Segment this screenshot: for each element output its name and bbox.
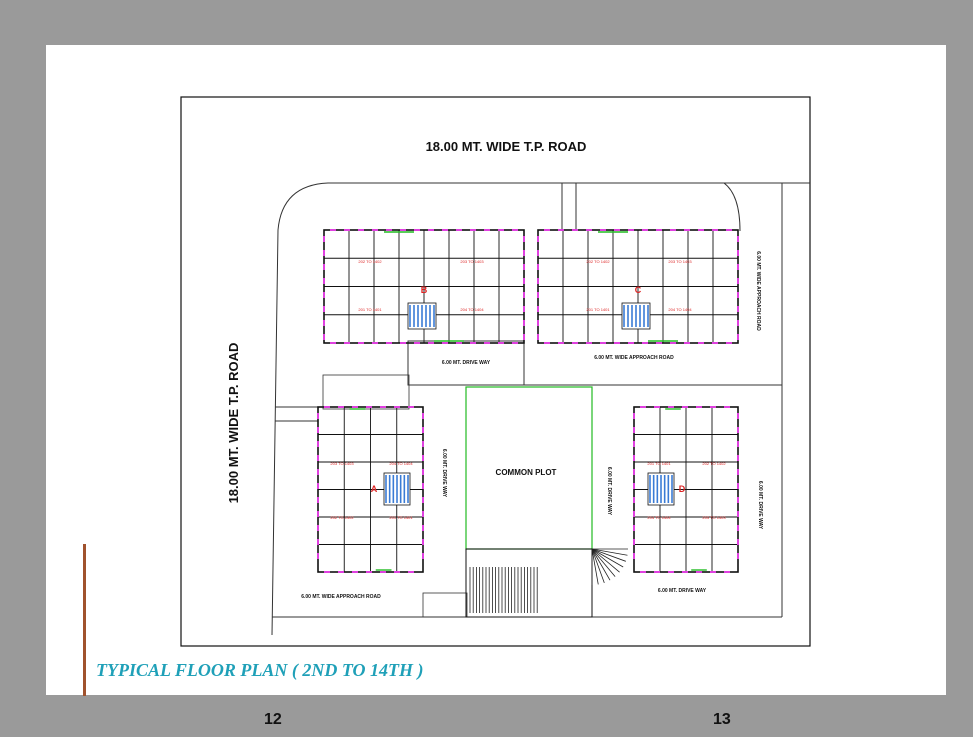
unit-label: 203 TO 1403 [668,259,692,264]
ramp-radial-line [591,548,620,573]
wing-letter: A [371,484,378,494]
unit-label: 203 TO 1403 [460,259,484,264]
accent-bar [83,544,86,696]
wing-letter: C [635,285,642,295]
unit-label: 204 TO 1404 [460,307,484,312]
ramp-radial-line [591,548,628,556]
approach-bottom-left-label: 6.00 MT. WIDE APPROACH ROAD [301,594,381,600]
unit-label: 202 TO 1402 [358,259,382,264]
approach-right-label: 6.00 MT. WIDE APPROACH ROAD [755,251,761,331]
common-plot-label: COMMON PLOT [496,468,557,477]
site-plan-drawing: B 202 TO 1402 203 TO 1403 201 TO 1401 204 TO… [180,96,811,647]
road-top-label: 18.00 MT. WIDE T.P. ROAD [426,139,587,154]
unit-label: 203 TO 1403 [330,461,354,466]
corner-curve [723,182,741,232]
wing-letter: B [421,285,428,295]
wing-letter: D [679,484,686,494]
unit-label: 201 TO 1401 [389,515,413,520]
page-number-right: 13 [713,711,731,728]
drive-way-bottom-right-label: 6.00 MT. DRIVE WAY [658,588,707,594]
ramp-area [465,548,593,618]
building-wing-b: B 202 TO 1402 203 TO 1403 201 TO 1401 204 TO… [323,229,525,344]
road-edge-inner [271,182,810,636]
page-number-left: 12 [264,711,282,728]
unit-label: 204 TO 1404 [668,307,692,312]
unit-label: 202 TO 1402 [586,259,610,264]
approach-mid-label: 6.00 MT. WIDE APPROACH ROAD [594,355,674,361]
drive-way-mid-vertical-label: 6.00 MT. DRIVE WAY [606,467,612,516]
service-box-1 [322,374,410,410]
drive-way-top-box [407,340,525,386]
site-boundary [180,96,811,647]
unit-label: 201 TO 1401 [586,307,610,312]
drive-way-top-label: 6.00 MT. DRIVE WAY [442,360,491,366]
ramp-radial-line [591,548,599,585]
drive-way-left-vertical-label: 6.00 MT. DRIVE WAY [441,449,447,498]
unit-label: 203 TO 1403 [702,515,726,520]
unit-label: 201 TO 1401 [358,307,382,312]
drive-way-right-vertical-label: 6.00 MT. DRIVE WAY [757,481,763,530]
building-wing-d: D 201 TO 1401 202 TO 1402 204 TO 1404 203 TO… [633,406,739,573]
ramp-radial-line [591,548,626,562]
road-left-label: 18.00 MT. WIDE T.P. ROAD [226,343,241,504]
ramp-hatching [469,548,628,613]
building-wing-a: A 203 TO 1403 204 TO 1404 202 TO 1402 201 TO… [317,406,424,573]
ramp-radial-line [591,548,605,583]
unit-label: 201 TO 1401 [647,461,671,466]
service-box-2 [422,592,468,618]
page-title: TYPICAL FLOOR PLAN ( 2ND TO 14TH ) [96,660,424,680]
unit-label: 204 TO 1404 [389,461,413,466]
drawing-sheet: B 202 TO 1402 203 TO 1403 201 TO 1401 204 TO… [46,45,946,695]
ramp-radial-line [591,548,624,568]
ramp-radial-line [591,548,611,581]
unit-label: 202 TO 1402 [702,461,726,466]
ramp-radial-line [591,548,616,577]
building-wing-c: C 202 TO 1402 203 TO 1403 201 TO 1401 204 TO… [537,229,739,344]
unit-label: 204 TO 1404 [647,515,671,520]
unit-label: 202 TO 1402 [330,515,354,520]
